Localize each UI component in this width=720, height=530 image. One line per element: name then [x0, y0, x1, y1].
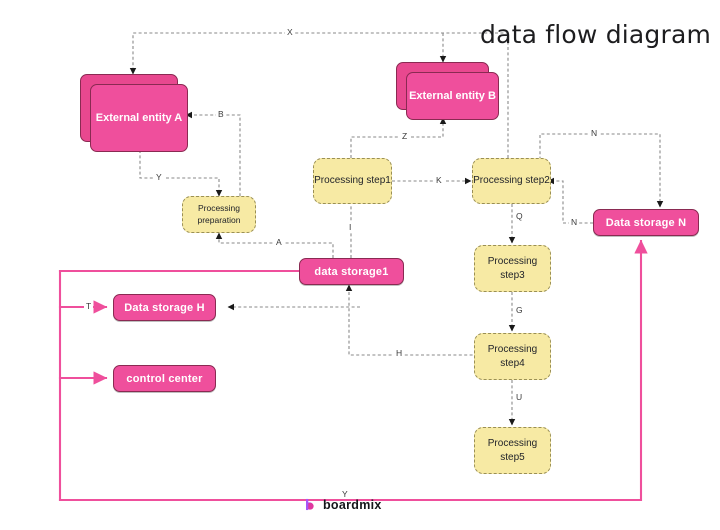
edge-label-x: X	[285, 27, 295, 37]
control-center-label: control center	[126, 372, 203, 385]
external-entity-a-label: External entity A	[95, 111, 183, 124]
processing-preparation-label: Processing preparation	[197, 203, 241, 225]
data-storage1-label: data storage1	[314, 265, 389, 278]
data-storage-h-label: Data storage H	[124, 301, 205, 314]
edge-label-k: K	[434, 175, 444, 185]
node-data-storage-n[interactable]: Data storage N	[593, 209, 699, 236]
external-entity-b-label: External entity B	[409, 89, 496, 102]
node-label-wrap: External entity B	[406, 72, 499, 120]
processing-step3-label: Processing step3	[487, 256, 538, 281]
data-storage-n-label: Data storage N	[605, 216, 687, 229]
node-processing-preparation[interactable]: Processing preparation	[182, 196, 256, 233]
edge-label-b: B	[216, 109, 226, 119]
node-data-storage1[interactable]: data storage1	[299, 258, 404, 285]
page-title: data flow diagram	[480, 20, 712, 49]
edge-label-z: Z	[400, 131, 410, 141]
edge-label-a: A	[274, 237, 284, 247]
edge-label-y-bottom: Y	[340, 489, 350, 499]
node-processing-step2[interactable]: Processing step2	[472, 158, 551, 204]
node-processing-step1[interactable]: Processing step1	[313, 158, 392, 204]
edge-label-i: I	[347, 222, 354, 232]
boardmix-wordmark: boardmix	[323, 497, 382, 512]
edge-label-h: H	[394, 348, 405, 358]
edge-label-g: G	[514, 305, 525, 315]
boardmix-b-icon	[306, 498, 314, 511]
edge-label-u: U	[514, 392, 525, 402]
edge-label-q: Q	[514, 211, 525, 221]
edge-label-n-side: N	[569, 217, 580, 227]
node-label-wrap: External entity A	[90, 84, 188, 152]
processing-step4-label: Processing step4	[487, 344, 538, 369]
edge-label-n-top: N	[589, 128, 600, 138]
node-control-center[interactable]: control center	[113, 365, 216, 392]
boardmix-brand: boardmix	[303, 497, 382, 512]
processing-step5-label: Processing step5	[487, 438, 538, 463]
node-processing-step4[interactable]: Processing step4	[474, 333, 551, 380]
node-processing-step3[interactable]: Processing step3	[474, 245, 551, 292]
edge-label-t: T	[84, 301, 94, 311]
node-external-entity-b[interactable]: External entity B	[396, 62, 499, 120]
processing-step1-label: Processing step1	[314, 175, 391, 187]
processing-step2-label: Processing step2	[473, 175, 550, 187]
node-data-storage-h[interactable]: Data storage H	[113, 294, 216, 321]
node-external-entity-a[interactable]: External entity A	[80, 74, 188, 152]
node-processing-step5[interactable]: Processing step5	[474, 427, 551, 474]
edge-label-y-left: Y	[154, 172, 164, 182]
